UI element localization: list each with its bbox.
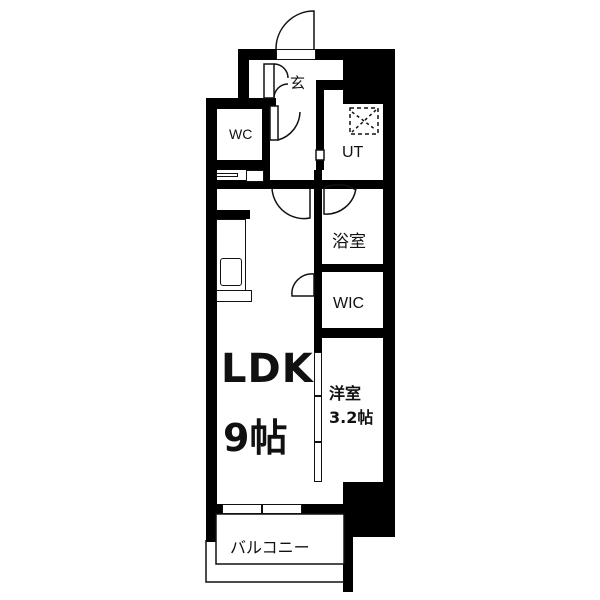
wall [238, 49, 249, 99]
sliding-door[interactable] [314, 352, 322, 396]
wall [206, 98, 217, 518]
room-label-wic: WIC [333, 295, 365, 312]
wall [206, 98, 276, 109]
wall [206, 180, 384, 189]
sliding-door[interactable] [314, 396, 322, 442]
room-label-western-size: 3.2帖 [329, 408, 374, 427]
fixture [216, 173, 238, 177]
wall [206, 504, 216, 542]
kitchen-counter [216, 290, 252, 302]
wall [262, 98, 270, 188]
room-label-utility: UT [342, 144, 364, 161]
wall [316, 80, 346, 90]
room-label-bath: 浴室 [332, 232, 366, 252]
fixture [246, 170, 264, 182]
room-label-ldk-size: 9帖 [223, 416, 288, 460]
wall [316, 80, 324, 170]
room-label-balcony: バルコニー [230, 538, 310, 557]
wall [314, 170, 322, 470]
wall [206, 210, 250, 219]
wall [238, 49, 395, 60]
wall [206, 160, 270, 170]
room-label-wc: WC [229, 126, 253, 142]
wall [314, 264, 384, 272]
room-label-western-name: 洋室 [329, 384, 362, 403]
window [276, 49, 316, 60]
room-label-ldk-name: LDK [221, 346, 314, 392]
wall [314, 328, 384, 338]
room-label-entrance: 玄 [290, 74, 306, 92]
kitchen-sink [220, 258, 242, 286]
wall [343, 482, 353, 592]
wall [383, 49, 395, 489]
sliding-door[interactable] [314, 442, 322, 482]
